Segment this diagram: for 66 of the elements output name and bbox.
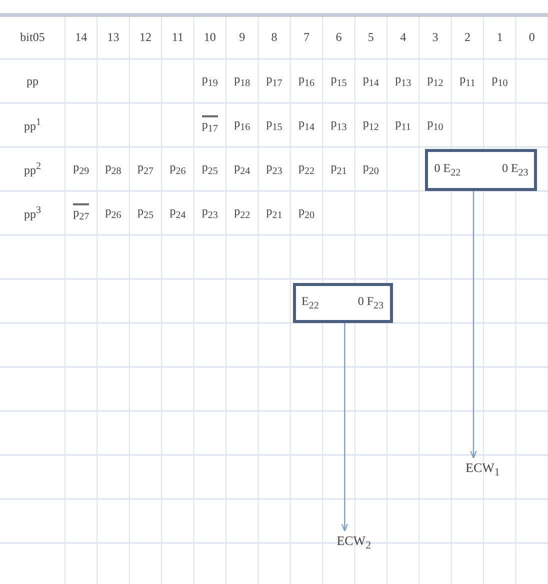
table-entry: p$_{11}$ xyxy=(395,116,411,134)
bit-number: 7 xyxy=(304,31,310,43)
bit-number: 12 xyxy=(140,31,152,43)
table-entry: p$_{24}$ xyxy=(234,160,250,178)
arrow xyxy=(470,191,477,459)
table-entry: p$_{10}$ xyxy=(427,116,444,134)
table-entry: p$_{12}$ xyxy=(427,72,444,90)
table-entry: p$_{21}$ xyxy=(266,204,282,222)
bit-number: 10 xyxy=(204,31,216,43)
box-text: 0 E$_{22}$ xyxy=(434,161,461,179)
row-label: pp xyxy=(26,75,38,87)
table-entry: p$_{14}$ xyxy=(298,116,314,134)
table-entry: p$_{25}$ xyxy=(202,160,218,178)
column-header: bit05 xyxy=(20,31,45,43)
table-entry: p$_{14}$ xyxy=(362,72,379,90)
bit-number: 8 xyxy=(271,31,278,43)
table-entry: p$_{23}$ xyxy=(202,204,218,222)
table-entry: p$_{22}$ xyxy=(298,160,314,178)
table-entry: p$_{29}$ xyxy=(73,160,90,178)
table-entry: p$_{25}$ xyxy=(138,204,154,222)
table-entry: p$_{17}$ xyxy=(266,72,282,90)
box-text: 0 E$_{23}$ xyxy=(502,161,528,179)
bit-number: 6 xyxy=(336,31,342,43)
table-entry: p$_{13}$ xyxy=(330,116,347,134)
table-entry: p$_{21}$ xyxy=(330,160,347,178)
row-label: pp$^{1}$ xyxy=(24,118,41,132)
table-entry: p$_{18}$ xyxy=(234,72,250,90)
bit-number: 4 xyxy=(400,31,406,43)
table-entry: p$_{22}$ xyxy=(234,204,250,222)
bit-number: 1 xyxy=(496,31,503,43)
table-entry: p$_{20}$ xyxy=(362,160,379,178)
highlight-box xyxy=(425,149,538,191)
output-label: ECW$_{1}$ xyxy=(466,460,500,479)
table-entry: p$_{19}$ xyxy=(202,72,218,90)
table-entry: p$_{15}$ xyxy=(330,72,347,90)
bit-number: 11 xyxy=(172,31,184,43)
table-entry: p$_{27}$ xyxy=(73,203,90,223)
table-entry: p$_{20}$ xyxy=(298,204,314,222)
table-entry: p$_{27}$ xyxy=(138,160,154,178)
table-entry: p$_{10}$ xyxy=(492,72,508,90)
highlight-box xyxy=(292,283,392,323)
table-entry: p$_{13}$ xyxy=(395,72,412,90)
table-entry: p$_{24}$ xyxy=(170,204,186,222)
table-entry: p$_{16}$ xyxy=(298,72,314,90)
box-text: E$_{22}$ xyxy=(302,294,319,312)
arrow xyxy=(341,323,348,532)
table-entry: p$_{28}$ xyxy=(105,160,122,178)
table-entry: p$_{11}$ xyxy=(460,72,476,90)
table-entry: p$_{26}$ xyxy=(170,160,186,178)
table-entry: p$_{26}$ xyxy=(105,204,122,222)
table-entry: p$_{23}$ xyxy=(266,160,282,178)
row-label: pp$^{2}$ xyxy=(24,162,41,176)
bit-number: 0 xyxy=(528,31,535,43)
bit-number: 2 xyxy=(464,31,470,43)
box-text: 0 F$_{23}$ xyxy=(358,294,384,312)
bit-number: 14 xyxy=(75,31,88,43)
table-entry: p$_{16}$ xyxy=(234,116,250,134)
bit-number: 9 xyxy=(239,31,246,43)
bit-number: 5 xyxy=(368,31,374,43)
table-entry: p$_{17}$ xyxy=(202,115,218,135)
table-entry: p$_{12}$ xyxy=(362,116,379,134)
table-entry: p$_{15}$ xyxy=(266,116,282,134)
bit-number: 3 xyxy=(432,31,438,43)
bit-number: 13 xyxy=(107,31,120,43)
row-label: pp$^{3}$ xyxy=(24,206,41,220)
output-label: ECW$_{2}$ xyxy=(336,533,371,552)
